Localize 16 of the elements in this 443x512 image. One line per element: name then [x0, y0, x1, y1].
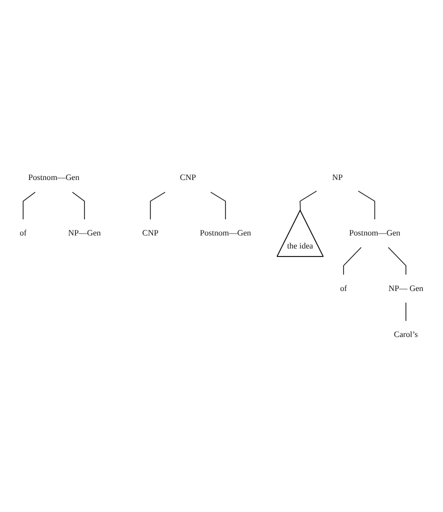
node-text: NP—Gen — [68, 228, 101, 238]
connector — [22, 191, 36, 220]
node-text: CNP — [180, 172, 196, 182]
connector — [72, 191, 85, 220]
node-text: of — [20, 228, 27, 238]
node-text: Carol’s — [394, 330, 418, 338]
node-text: Postnom—Gen — [200, 228, 252, 238]
node-text: CNP — [142, 228, 158, 238]
connector — [343, 246, 362, 275]
connector — [300, 190, 317, 210]
node-text: NP— Gen — [388, 284, 424, 292]
node-text: of — [340, 284, 348, 292]
node-text: Postnom—Gen — [349, 228, 400, 238]
node-text: NP — [332, 172, 343, 182]
connector — [388, 246, 406, 275]
node-text: Postnom—Gen — [28, 172, 80, 182]
